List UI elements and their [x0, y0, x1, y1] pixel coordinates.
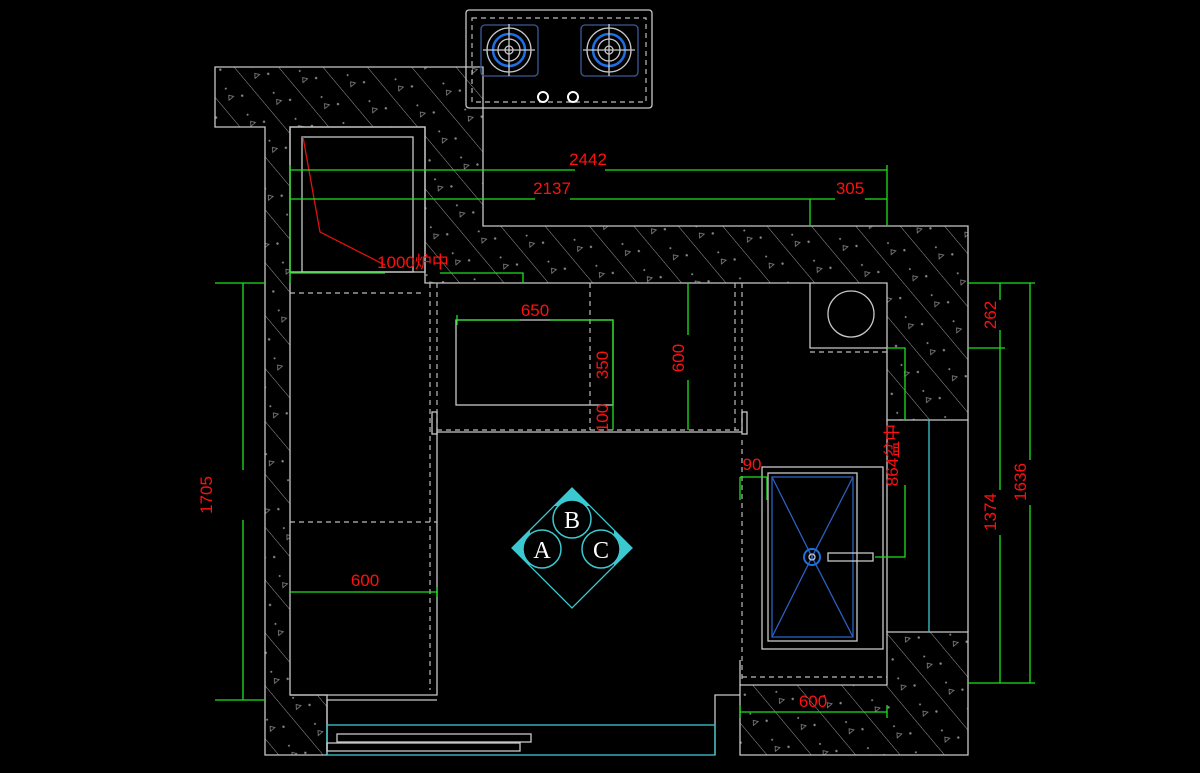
dim-1705: 1705 [197, 476, 216, 514]
dim-262: 262 [981, 301, 1000, 329]
knob-right-icon [567, 91, 579, 103]
dimension-labels: 2442 2137 305 1000炉中 650 350 100 600 90 … [197, 150, 1030, 711]
wall-bottom-right [739, 631, 969, 756]
faucet-icon [827, 552, 874, 562]
range-hood-icon [827, 290, 875, 338]
dim-100: 100 [593, 404, 612, 432]
dim-1636: 1636 [1011, 463, 1030, 501]
dim-600-left: 600 [351, 571, 379, 590]
sink [761, 466, 884, 650]
dim-90: 90 [743, 455, 762, 474]
dim-stove-center: 1000炉中 [377, 253, 449, 272]
dim-305: 305 [836, 179, 864, 198]
dim-sink-center: 864盆中 [883, 424, 902, 486]
elevation-marker-abc: B A C [511, 487, 633, 609]
dim-2442: 2442 [569, 150, 607, 169]
knob-left-icon [537, 91, 549, 103]
dim-600-top: 600 [669, 344, 688, 372]
cabinets [290, 283, 887, 755]
marker-a: A [533, 538, 551, 564]
marker-b: B [564, 508, 580, 534]
drain-icon [803, 548, 821, 566]
bottom-window [326, 420, 930, 756]
dim-1374: 1374 [981, 493, 1000, 531]
burner-right-icon [580, 24, 639, 77]
dim-650: 650 [521, 301, 549, 320]
gas-stove [465, 9, 653, 109]
dimension-lines [215, 165, 1035, 718]
marker-c: C [593, 538, 609, 564]
dim-2137: 2137 [533, 179, 571, 198]
dim-350: 350 [593, 351, 612, 379]
burner-left-icon [480, 24, 539, 77]
dim-600-bottom: 600 [799, 692, 827, 711]
stove-center-leader [302, 136, 386, 266]
